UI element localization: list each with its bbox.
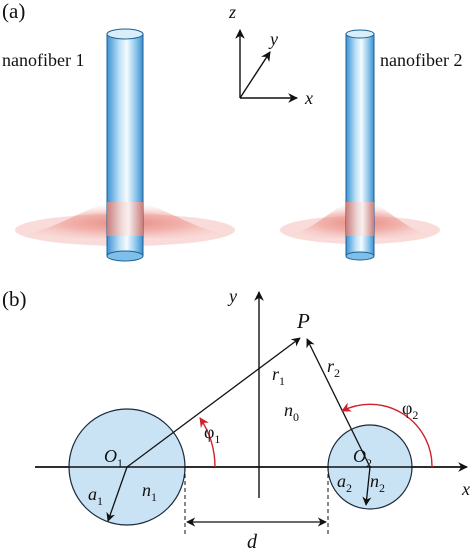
phi1-arc <box>199 417 216 468</box>
nanofiber-1-label: nanofiber 1 <box>2 50 84 70</box>
triad-z-label: z <box>228 2 236 22</box>
a2-radius-arrow <box>362 466 372 506</box>
r2-label: r2 <box>327 356 340 380</box>
n0-label: n0 <box>284 400 299 424</box>
nanofiber-1 <box>106 28 144 262</box>
r2-vector <box>306 338 371 468</box>
r1-label: r1 <box>272 364 285 388</box>
n1-label: n1 <box>142 480 157 504</box>
nanofiber-2-label: nanofiber 2 <box>380 50 462 70</box>
y-axis-label: y <box>227 286 237 306</box>
triad-x-label: x <box>304 88 313 108</box>
phi1-label: φ1 <box>204 422 220 446</box>
panel-b-label: (b) <box>2 287 27 311</box>
o2-label: O2 <box>353 446 372 470</box>
phi2-arc <box>341 402 433 468</box>
triad-y-label: y <box>268 29 278 49</box>
nanofiber-2 <box>345 29 375 261</box>
point-p-label: P <box>296 309 310 333</box>
phi2-label: φ2 <box>402 398 418 422</box>
a1-label: a1 <box>88 484 103 508</box>
panel-a-label: (a) <box>2 0 25 23</box>
coordinate-triad <box>235 29 298 103</box>
x-axis-label: x <box>461 479 470 499</box>
n2-label: n2 <box>370 471 385 495</box>
a2-label: a2 <box>337 471 352 495</box>
r1-vector <box>126 337 301 468</box>
o1-label: O1 <box>104 446 123 470</box>
a1-radius-arrow <box>106 466 128 522</box>
d-label: d <box>247 531 258 553</box>
y-axis-arrow <box>239 51 271 99</box>
